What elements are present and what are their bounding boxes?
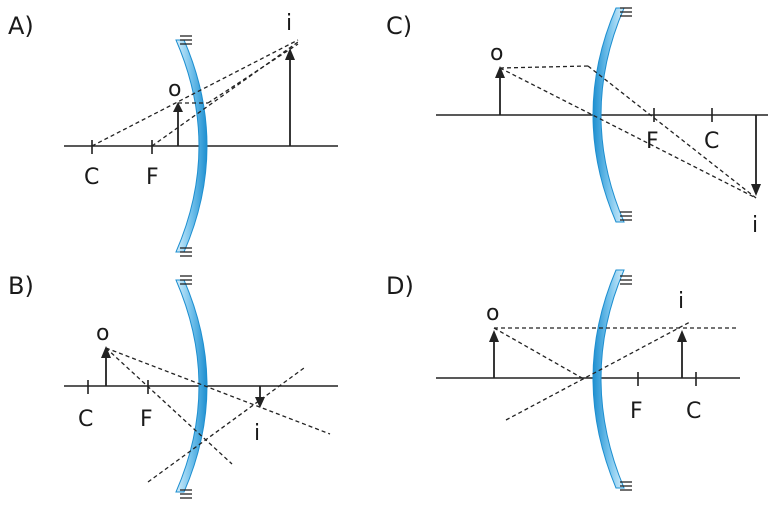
object-label: o xyxy=(168,77,181,102)
concave-mirror xyxy=(592,269,625,489)
image-arrow-head xyxy=(751,184,761,196)
panel-a-label: A) xyxy=(8,12,34,40)
concave-mirror xyxy=(175,279,208,493)
ray-through-focus xyxy=(105,347,233,465)
panel-c: C) F C o i xyxy=(386,7,768,238)
center-label: C xyxy=(704,129,719,154)
object-arrow-head xyxy=(489,330,499,342)
ray-reflected xyxy=(587,65,757,199)
panel-a: A) C F o i xyxy=(8,11,338,257)
panel-d-label: D) xyxy=(386,272,414,300)
ray-to-vertex xyxy=(493,327,583,379)
ray-parallel xyxy=(499,65,589,69)
panel-c-label: C) xyxy=(386,12,412,40)
image-arrow-head xyxy=(677,330,687,342)
focus-label: F xyxy=(630,399,643,424)
image-label: i xyxy=(678,289,684,314)
panel-b: B) C F o i xyxy=(8,272,338,499)
ray-through-center xyxy=(91,39,299,147)
focus-label: F xyxy=(140,407,153,432)
mirror-hatch-top xyxy=(620,7,632,17)
panel-d: D) F C o i xyxy=(386,269,740,491)
object-arrow-head xyxy=(101,346,111,358)
mirror-hatch-bottom xyxy=(180,489,192,499)
image-label: i xyxy=(286,11,292,36)
image-label: i xyxy=(752,213,758,238)
panel-b-label: B) xyxy=(8,272,34,300)
object-label: o xyxy=(96,321,109,346)
ray-reflected xyxy=(147,367,305,483)
object-arrow-head xyxy=(495,66,505,78)
center-label: C xyxy=(78,407,93,432)
ray-through-vertex xyxy=(499,67,757,199)
concave-mirror xyxy=(592,7,625,223)
mirror-hatch-bottom xyxy=(620,481,632,491)
mirror-hatch-top xyxy=(180,35,192,45)
image-label: i xyxy=(254,421,260,446)
mirror-hatch-top xyxy=(620,275,632,285)
object-label: o xyxy=(490,41,503,66)
mirror-hatch-bottom xyxy=(180,247,192,257)
focus-label: F xyxy=(646,129,659,154)
mirror-hatch-bottom xyxy=(620,211,632,221)
object-label: o xyxy=(486,301,499,326)
focus-label: F xyxy=(146,165,159,190)
image-arrow-head xyxy=(285,48,295,60)
center-label: C xyxy=(686,399,701,424)
ray-through-center xyxy=(105,347,331,435)
object-arrow-head xyxy=(173,102,183,112)
ray-reflected xyxy=(207,43,299,104)
mirror-hatch-top xyxy=(180,275,192,285)
center-label: C xyxy=(84,165,99,190)
image-arrow-head xyxy=(255,397,265,408)
